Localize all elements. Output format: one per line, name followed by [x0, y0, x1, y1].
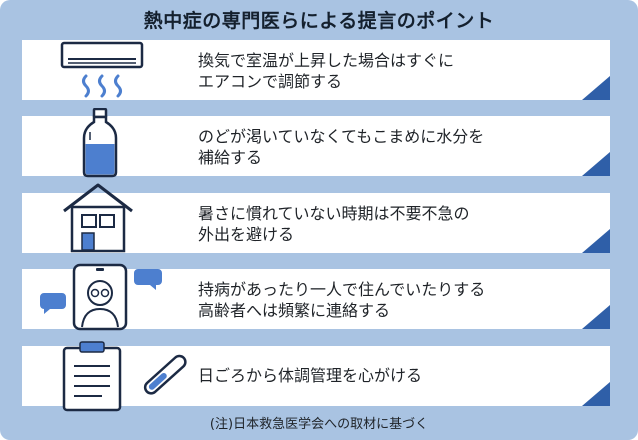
- corner-triangle: [582, 76, 610, 100]
- tip-card-aircon: 換気で室温が上昇した場合はすぐに エアコンで調節する: [22, 40, 610, 100]
- page-title: 熱中症の専門医らによる提言のポイント: [143, 10, 495, 32]
- tip-text: 換気で室温が上昇した場合はすぐに エアコンで調節する: [198, 50, 454, 92]
- source-note: (注)日本救急医学会への取材に基づく: [209, 417, 429, 432]
- tip-card-health-management: 日ごろから体調管理を心がける: [22, 341, 610, 412]
- tip-line-1: 日ごろから体調管理を心がける: [198, 366, 423, 385]
- tip-line-1: 暑さに慣れていない時期は不要不急の: [198, 204, 470, 223]
- video-call-elderly-icon: [40, 263, 162, 331]
- tip-card-elderly-contact: 持病があったり一人で住んでいたりする 高齢者へは頻繁に連絡する: [22, 263, 610, 331]
- tip-text: 暑さに慣れていない時期は不要不急の 外出を避ける: [198, 203, 470, 245]
- tip-line-1: 持病があったり一人で住んでいたりする: [198, 280, 486, 299]
- tip-line-2: エアコンで調節する: [198, 72, 343, 91]
- tip-line-1: 換気で室温が上昇した場合はすぐに: [198, 51, 455, 70]
- tip-text: のどが渇いていなくてもこまめに水分を 補給する: [198, 126, 484, 168]
- tip-line-2: 補給する: [198, 148, 263, 167]
- corner-triangle: [582, 152, 610, 176]
- tip-line-2: 外出を避ける: [198, 225, 295, 244]
- corner-triangle: [582, 382, 610, 406]
- air-conditioner-icon: [60, 41, 144, 98]
- tip-card-hydration: のどが渇いていなくてもこまめに水分を 補給する: [22, 108, 610, 178]
- corner-triangle: [582, 305, 610, 329]
- tip-card-stay-home: 暑さに慣れていない時期は不要不急の 外出を避ける: [22, 183, 610, 253]
- clipboard-thermometer-icon: [62, 341, 187, 412]
- tip-line-1: のどが渇いていなくてもこまめに水分を: [198, 127, 485, 146]
- corner-triangle: [582, 229, 610, 253]
- house-icon: [63, 183, 133, 253]
- tip-text: 持病があったり一人で住んでいたりする 高齢者へは頻繁に連絡する: [198, 279, 485, 321]
- tip-line-2: 高齢者へは頻繁に連絡する: [198, 301, 391, 320]
- tip-text: 日ごろから体調管理を心がける: [198, 365, 422, 386]
- water-bottle-icon: [82, 108, 118, 178]
